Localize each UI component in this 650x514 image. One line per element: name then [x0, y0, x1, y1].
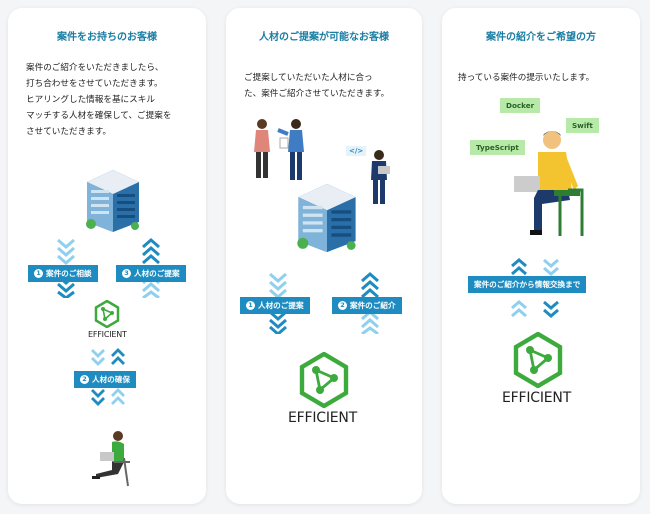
card-description: 案件のご紹介をいただきましたら、 打ち合わせをさせていただきます。 ヒアリングし… [26, 60, 194, 140]
step-label: 人材のご提案 [134, 269, 180, 278]
description-line: 案件のご紹介をいただきましたら、 [26, 63, 164, 73]
step-number: 2 [80, 375, 89, 384]
step-label: 人材のご提案 [258, 301, 304, 310]
description-line: マッチする人材を確保して、ご提案を [26, 111, 172, 121]
woman-laptop-illustration [92, 431, 130, 487]
description-line: ご提案していただいた人材に合っ [244, 73, 373, 83]
step-label: 案件のご相談 [46, 269, 92, 278]
card-description: ご提案していただいた人材に合っ た、案件ご紹介させていただきます。 [244, 70, 410, 102]
step-label: 案件のご紹介から情報交換まで [474, 280, 581, 289]
description-line: た、案件ご紹介させていただきます。 [244, 89, 390, 99]
description-line: 打ち合わせをさせていただきます。 [26, 79, 163, 89]
step-tag-info-exchange: 案件のご紹介から情報交換まで [468, 276, 587, 293]
arrow-up-icon [111, 348, 125, 405]
arrow-down-icon [543, 258, 559, 318]
step-number: 3 [122, 269, 131, 278]
description-line: 持っている案件の提示いたします。 [458, 73, 595, 83]
code-icon: </> [346, 146, 367, 156]
skill-bubble-typescript: TypeScript [470, 140, 525, 155]
efficient-logo-icon [299, 352, 349, 408]
developer-illustration [371, 150, 390, 204]
step-number: 1 [246, 301, 255, 310]
description-line: ヒアリングした情報を基にスキル [26, 95, 155, 105]
step-label: 人材の確保 [92, 375, 130, 384]
step-label: 案件のご紹介 [350, 301, 396, 310]
efficient-logo-text: EFFICIENT [502, 390, 572, 406]
efficient-logo-icon [94, 300, 120, 328]
card-title: 案件の紹介をご希望の方 [486, 32, 596, 43]
card-talent-providers: 人材のご提案が可能なお客様 ご提案していただいた人材に合っ た、案件ご紹介させて… [226, 8, 422, 504]
card-project-seekers: 案件の紹介をご希望の方 持っている案件の提示いたします。 Docker Swif… [442, 8, 640, 504]
skill-bubble-docker: Docker [500, 98, 541, 113]
arrow-down-icon [91, 349, 105, 406]
card-description: 持っている案件の提示いたします。 [458, 70, 628, 86]
skill-bubble-swift: Swift [566, 118, 599, 133]
efficient-logo-icon [513, 332, 563, 388]
office-building-illustration [86, 170, 139, 232]
description-line: させていただきます。 [26, 127, 112, 137]
office-building-illustration [297, 183, 356, 253]
engineer-laptop-illustration [514, 131, 584, 236]
people-discussion-illustration [254, 119, 304, 180]
arrow-up-icon [511, 258, 527, 318]
card-title: 人材のご提案が可能なお客様 [259, 32, 389, 43]
card-project-owners: 案件をお持ちのお客様 案件のご紹介をいただきましたら、 打ち合わせをさせていただ… [8, 8, 206, 504]
step-number: 2 [338, 301, 347, 310]
efficient-logo-text: EFFICIENT [88, 330, 127, 339]
step-number: 1 [34, 269, 43, 278]
card-title: 案件をお持ちのお客様 [57, 32, 157, 43]
efficient-logo-text: EFFICIENT [288, 410, 358, 426]
